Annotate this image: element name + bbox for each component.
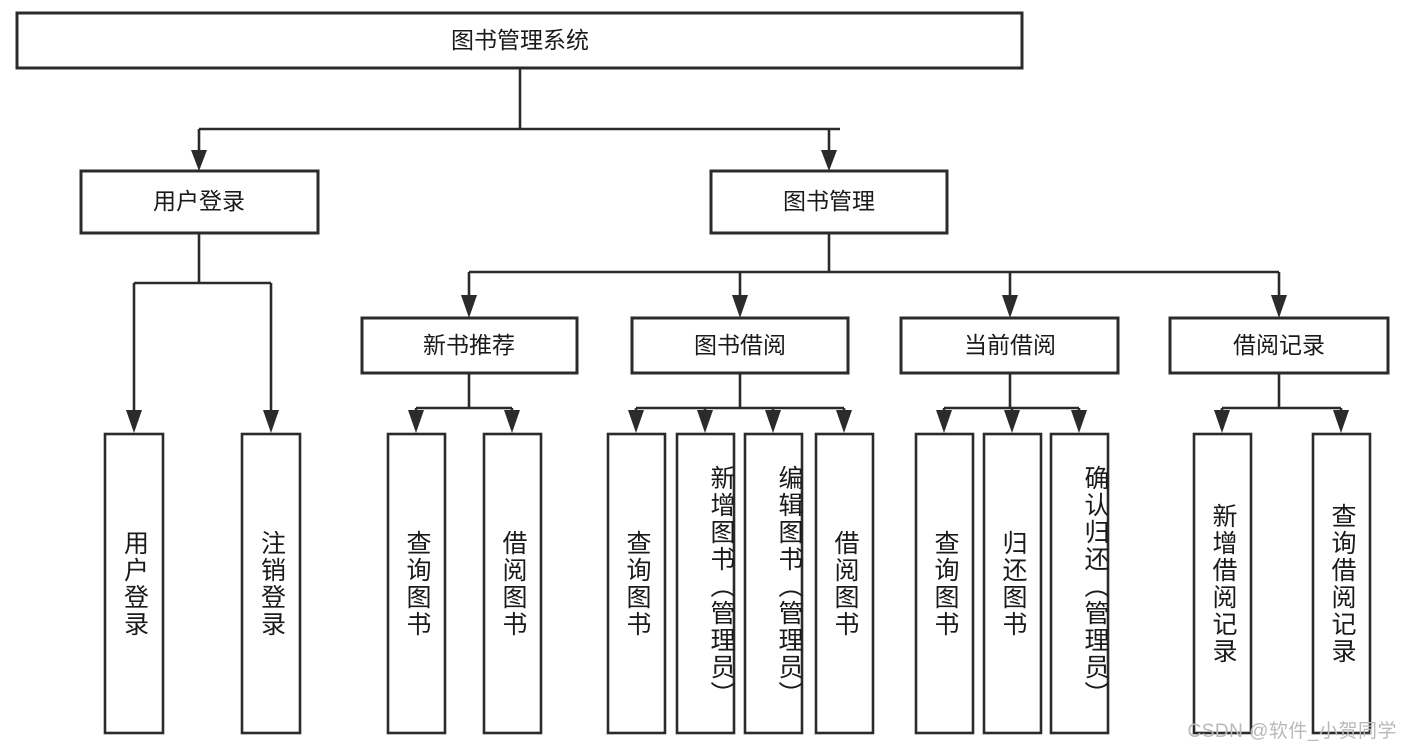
leaf-box-bb-query[interactable] [606,432,667,735]
node-book-management[interactable]: 图书管理 [709,169,949,235]
arrow-to-user-login [191,150,207,171]
leaf-box-cb-query[interactable] [914,432,975,735]
node-current-borrow[interactable]: 当前借阅 [899,316,1120,375]
node-book-management-label: 图书管理 [783,188,875,214]
arrow-to-new-book [461,295,477,318]
leaf-box-br-query[interactable] [1311,432,1372,735]
node-new-book-recommend[interactable]: 新书推荐 [360,316,579,375]
leaf-box-logout[interactable] [240,432,302,735]
arrow-leaf-logout [263,410,279,433]
edges-layer [126,68,1349,433]
arrow-leaf-br-add [1214,410,1230,433]
arrow-to-book-borrow [732,295,748,318]
arrow-to-borrow-record [1271,295,1287,318]
arrow-to-book-mgmt [821,150,837,171]
leaf-box-newbook-query[interactable] [386,432,447,735]
leaf-box-bb-borrow[interactable] [814,432,875,735]
leaf-box-cb-return[interactable] [982,432,1043,735]
leaf-box-bb-edit[interactable] [743,432,804,735]
leaf-box-newbook-borrow[interactable] [482,432,543,735]
node-borrow-record-label: 借阅记录 [1233,332,1325,358]
node-book-borrow-label: 图书借阅 [694,332,786,358]
arrow-leaf-bb-edit [765,410,781,433]
node-book-borrow[interactable]: 图书借阅 [630,316,850,375]
arrow-leaf-newbook-query [408,410,424,433]
nodes-layer: 图书管理系统 用户登录 图书管理 新书推荐 图书借阅 [15,11,1390,735]
arrow-leaf-bb-query [628,410,644,433]
arrow-leaf-cb-return [1004,410,1020,433]
leaf-box-bb-add[interactable] [675,432,736,735]
leaf-box-br-add[interactable] [1192,432,1253,735]
arrow-leaf-newbook-borrow [504,410,520,433]
arrow-to-current-borrow [1002,295,1018,318]
arrow-leaf-cb-confirm [1071,410,1087,433]
arrow-leaf-bb-borrow [836,410,852,433]
arrow-leaf-user-login [126,410,142,433]
node-new-book-recommend-label: 新书推荐 [423,332,515,358]
node-root[interactable]: 图书管理系统 [15,11,1024,70]
csdn-watermark: CSDN @软件_小贺同学 [1187,721,1397,742]
leaf-box-cb-confirm[interactable] [1049,432,1110,735]
node-root-label: 图书管理系统 [451,27,589,53]
leaf-box-user-login[interactable] [103,432,165,735]
node-user-login-label: 用户登录 [153,188,245,214]
arrow-leaf-bb-add [697,410,713,433]
node-current-borrow-label: 当前借阅 [964,332,1056,358]
arrow-leaf-cb-query [936,410,952,433]
arrow-leaf-br-query [1333,410,1349,433]
node-borrow-record[interactable]: 借阅记录 [1168,316,1390,375]
node-user-login[interactable]: 用户登录 [79,169,320,235]
